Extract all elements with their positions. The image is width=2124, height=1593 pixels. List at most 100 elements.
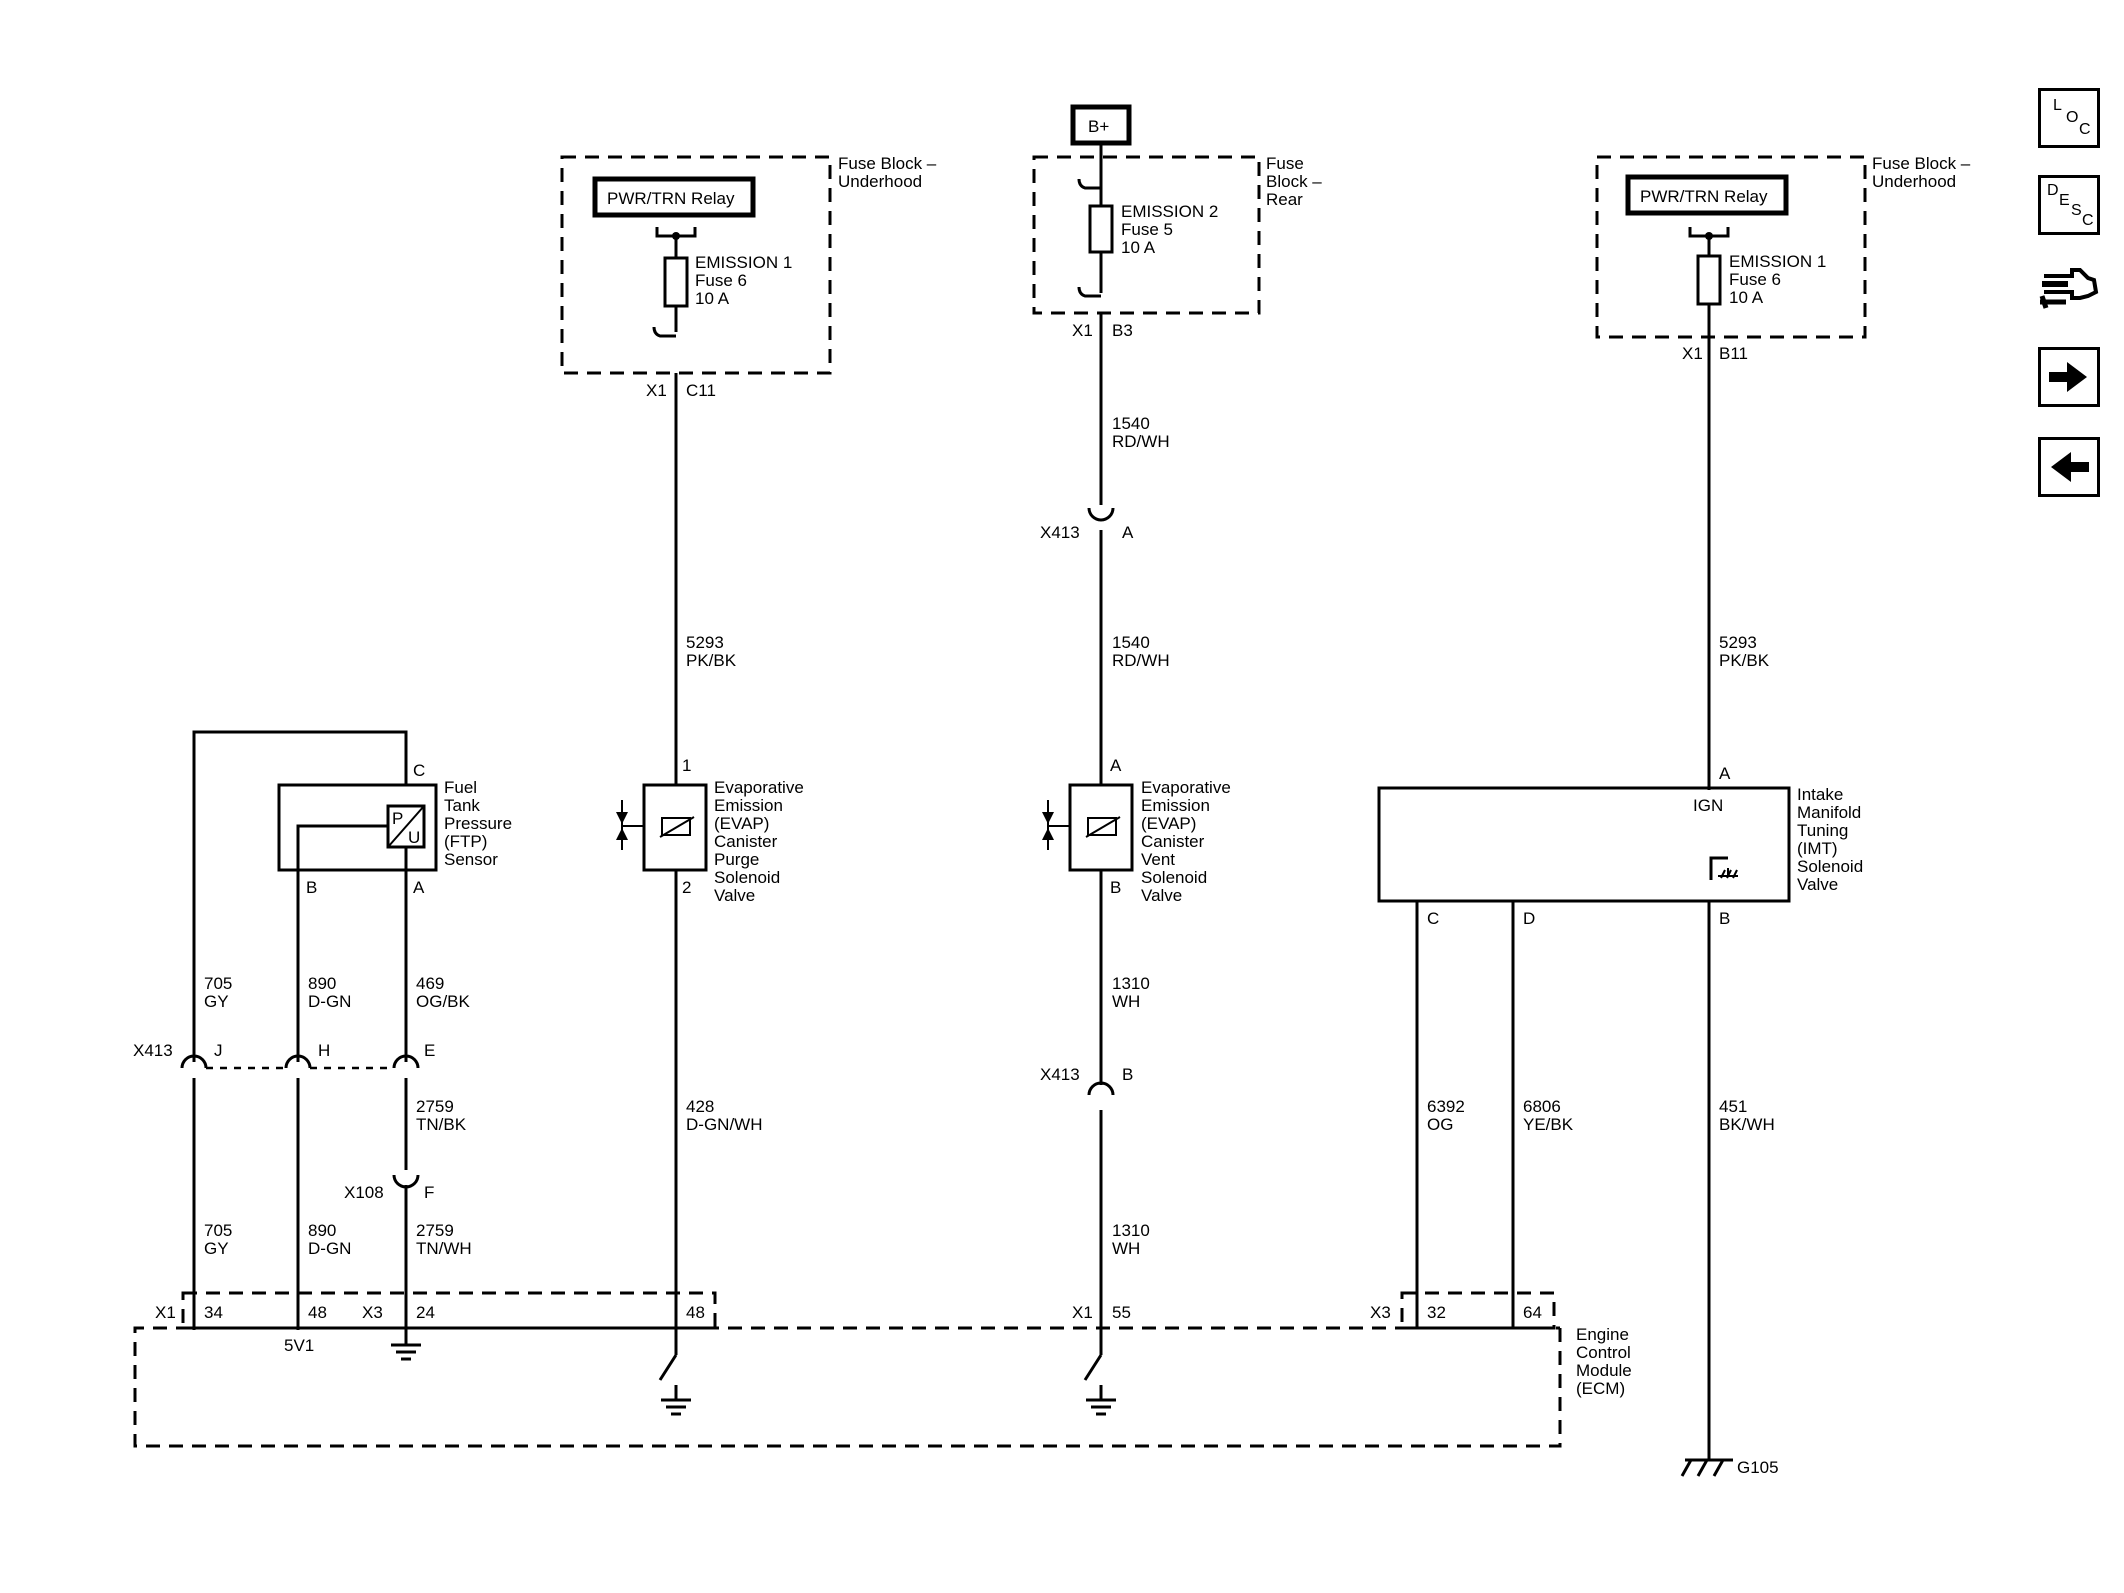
svg-text:2759: 2759 <box>416 1097 454 1116</box>
description-button[interactable]: D E S C <box>2038 175 2100 235</box>
svg-text:890: 890 <box>308 1221 336 1240</box>
svg-text:(ECM): (ECM) <box>1576 1379 1625 1398</box>
ecm-low-side-driver-vent <box>1083 1354 1116 1416</box>
svg-text:D-GN: D-GN <box>308 992 351 1011</box>
connector-x413-jhe: X413 J H E <box>133 1041 435 1070</box>
fuse-block-right-label-1: Fuse Block – <box>1872 154 1971 173</box>
fuse-mid-rating: 10 A <box>1121 238 1156 257</box>
fuse-left-name: EMISSION 1 <box>695 253 792 272</box>
svg-text:BK/WH: BK/WH <box>1719 1115 1775 1134</box>
fuse-block-left-label-1: Fuse Block – <box>838 154 937 173</box>
svg-text:WH: WH <box>1112 992 1140 1011</box>
svg-text:Tuning: Tuning <box>1797 821 1848 840</box>
fuse-left-number: Fuse 6 <box>695 271 747 290</box>
fuse-mid-number: Fuse 5 <box>1121 220 1173 239</box>
svg-text:1310: 1310 <box>1112 1221 1150 1240</box>
svg-text:6806: 6806 <box>1523 1097 1561 1116</box>
svg-text:TN/WH: TN/WH <box>416 1239 472 1258</box>
fuse-right-name: EMISSION 1 <box>1729 252 1826 271</box>
svg-text:X413: X413 <box>1040 523 1080 542</box>
ftp-sym-u: U <box>408 828 420 847</box>
conn-x1-mid: X1 <box>1072 321 1093 340</box>
svg-text:6392: 6392 <box>1427 1097 1465 1116</box>
pwr-trn-relay-right: PWR/TRN Relay <box>1640 187 1768 206</box>
conn-x1-left: X1 <box>646 381 667 400</box>
imt-pin-b: B <box>1719 909 1730 928</box>
svg-text:(EVAP): (EVAP) <box>1141 814 1196 833</box>
svg-text:Vent: Vent <box>1141 850 1175 869</box>
svg-text:YE/BK: YE/BK <box>1523 1115 1574 1134</box>
ecm-pin-64: 64 <box>1523 1303 1542 1322</box>
connector-x413-b: X413 B <box>1040 1065 1133 1096</box>
previous-page-button[interactable] <box>2038 437 2100 497</box>
fuse-block-mid-label-2: Block – <box>1266 172 1322 191</box>
svg-text:X413: X413 <box>133 1041 173 1060</box>
svg-text:E: E <box>424 1041 435 1060</box>
svg-text:1310: 1310 <box>1112 974 1150 993</box>
pin-b3: B3 <box>1112 321 1133 340</box>
svg-text:Valve: Valve <box>714 886 755 905</box>
pwr-trn-relay-left: PWR/TRN Relay <box>607 189 735 208</box>
imt-ign-label: IGN <box>1693 796 1723 815</box>
fuse-left-rating: 10 A <box>695 289 730 308</box>
imt-solenoid: A IGN Intake Manifold Tuning (IMT) Solen… <box>1377 764 1863 928</box>
ecm-low-side-driver-purge <box>658 1354 691 1416</box>
ecm-pin-32: 32 <box>1427 1303 1446 1322</box>
fuse-block-mid-label-3: Rear <box>1266 190 1303 209</box>
evap-purge-solenoid: 1 2 Evaporative Emission (EVAP) Canister… <box>616 756 804 905</box>
ground-g105-label: G105 <box>1737 1458 1779 1477</box>
ftp-pin-a: A <box>413 878 425 897</box>
imt-pin-a: A <box>1719 764 1731 783</box>
ecm-module: Engine Control Module (ECM) X1 34 48 X3 … <box>133 1291 1632 1448</box>
ecm-pin-55: 55 <box>1112 1303 1131 1322</box>
loc-letter-o: O <box>2066 109 2079 126</box>
svg-text:705: 705 <box>204 974 232 993</box>
wire-5293a-num: 5293 <box>686 633 724 652</box>
wire-1540b-num: 1540 <box>1112 633 1150 652</box>
svg-text:OG/BK: OG/BK <box>416 992 471 1011</box>
fuse-mid-name: EMISSION 2 <box>1121 202 1218 221</box>
svg-text:Evaporative: Evaporative <box>714 778 804 797</box>
fuse-block-rear: B+ Fuse Block – Rear EMISSION 2 Fuse 5 1… <box>1032 104 1322 340</box>
arrow-left-icon <box>2051 452 2089 482</box>
desc-letter-s: S <box>2071 202 2082 219</box>
wire-1540a-color: RD/WH <box>1112 432 1170 451</box>
svg-text:Canister: Canister <box>1141 832 1205 851</box>
ecm-x3-left: X3 <box>362 1303 383 1322</box>
wire-5293b-num: 5293 <box>1719 633 1757 652</box>
svg-text:B: B <box>1122 1065 1133 1084</box>
location-button[interactable]: L O C <box>2038 88 2100 148</box>
ftp-pin-c: C <box>413 761 425 780</box>
fuse-block-right-label-2: Underhood <box>1872 172 1956 191</box>
loc-letter-l: L <box>2053 97 2062 114</box>
b-plus-label: B+ <box>1088 117 1109 136</box>
fuse-right-number: Fuse 6 <box>1729 270 1781 289</box>
purge-pin-1: 1 <box>682 756 691 775</box>
next-page-button[interactable] <box>2038 347 2100 407</box>
fuse-block-underhood-left: Fuse Block – Underhood PWR/TRN Relay EMI… <box>560 154 937 400</box>
desc-letter-c: C <box>2082 212 2094 229</box>
svg-text:Valve: Valve <box>1797 875 1838 894</box>
pin-b11: B11 <box>1719 344 1748 363</box>
wire-5293a-color: PK/BK <box>686 651 737 670</box>
fuse-right-rating: 10 A <box>1729 288 1764 307</box>
svg-text:Manifold: Manifold <box>1797 803 1861 822</box>
svg-text:D-GN: D-GN <box>308 1239 351 1258</box>
wire-705-upper <box>192 730 408 1062</box>
connector-x108: X108 F <box>344 1174 434 1202</box>
svg-text:(IMT): (IMT) <box>1797 839 1838 858</box>
conn-x1-right: X1 <box>1682 344 1703 363</box>
svg-text:J: J <box>214 1041 223 1060</box>
tool-icon[interactable] <box>2038 258 2100 318</box>
svg-text:OG: OG <box>1427 1115 1453 1134</box>
imt-pin-d: D <box>1523 909 1535 928</box>
svg-text:469: 469 <box>416 974 444 993</box>
svg-text:2759: 2759 <box>416 1221 454 1240</box>
fuse-block-left-label-2: Underhood <box>838 172 922 191</box>
svg-text:GY: GY <box>204 992 229 1011</box>
ecm-pin-24: 24 <box>416 1303 435 1322</box>
svg-text:Canister: Canister <box>714 832 778 851</box>
svg-text:Pressure: Pressure <box>444 814 512 833</box>
ftp-sym-p: P <box>392 809 403 828</box>
